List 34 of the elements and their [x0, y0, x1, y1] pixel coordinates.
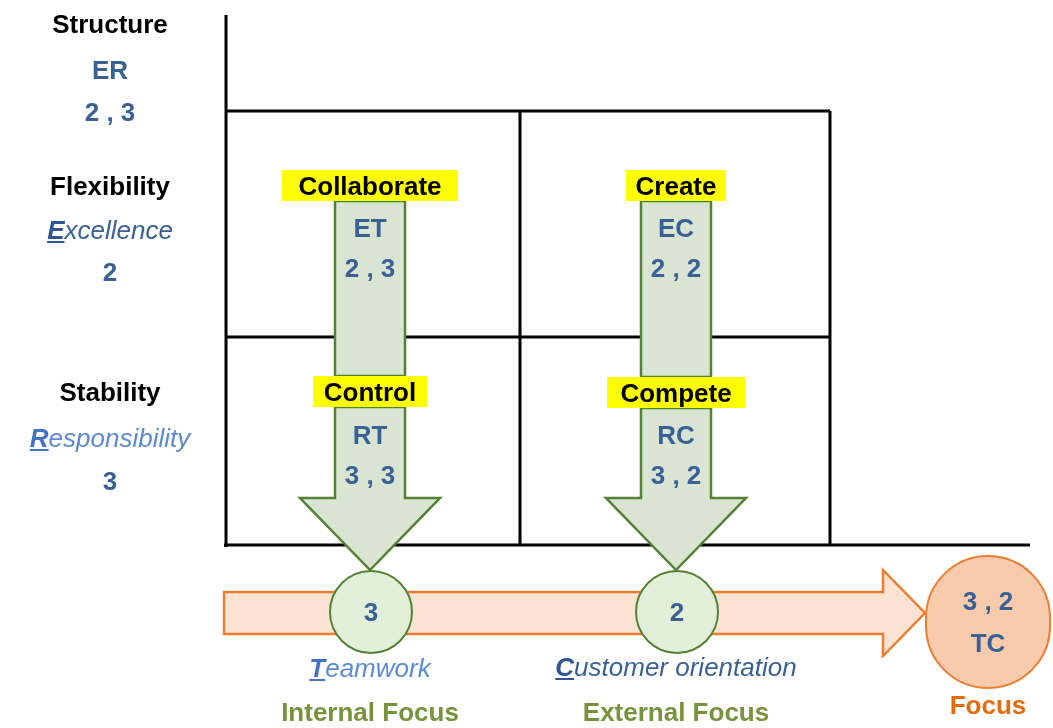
value-label: 3	[102, 466, 118, 496]
value-label: TC	[970, 628, 1006, 658]
axis-label: Focus	[949, 690, 1027, 720]
highlighted-label: Compete	[607, 377, 745, 408]
value-label: RC	[657, 420, 695, 450]
block-arrow	[603, 406, 749, 572]
value-label: 2 , 3	[344, 253, 396, 283]
axis-label: Flexibility	[50, 171, 170, 201]
value-label: RT	[352, 420, 388, 450]
highlighted-label: Create	[626, 170, 726, 201]
value-label: 3 , 3	[344, 460, 396, 490]
axis-label: Structure	[52, 9, 168, 39]
value-label: 2 , 3	[84, 97, 136, 127]
value-label: 2	[102, 257, 118, 287]
value-label: 3 , 2	[962, 586, 1014, 616]
highlighted-label: Collaborate	[282, 170, 458, 201]
value-label: 2 , 2	[650, 253, 702, 283]
axis-label: External Focus	[582, 697, 770, 727]
axis-label: Stability	[59, 377, 161, 407]
axis-label: Teamwork	[309, 653, 431, 683]
axis-label: Internal Focus	[281, 697, 459, 727]
value-label: ET	[353, 213, 387, 243]
highlighted-label: Control	[313, 376, 427, 407]
axis-label: Customer orientation	[555, 652, 797, 682]
value-label: 3 , 2	[650, 460, 702, 490]
axis-label: Excellence	[47, 215, 173, 245]
value-label: EC	[657, 213, 695, 243]
block-arrow	[639, 199, 713, 379]
value-label: ER	[91, 55, 129, 85]
value-label: 3	[363, 597, 379, 627]
block-arrow	[297, 405, 443, 572]
value-label: 2	[669, 597, 685, 627]
axis-label: Responsibility	[29, 423, 191, 453]
block-arrow	[333, 199, 407, 378]
